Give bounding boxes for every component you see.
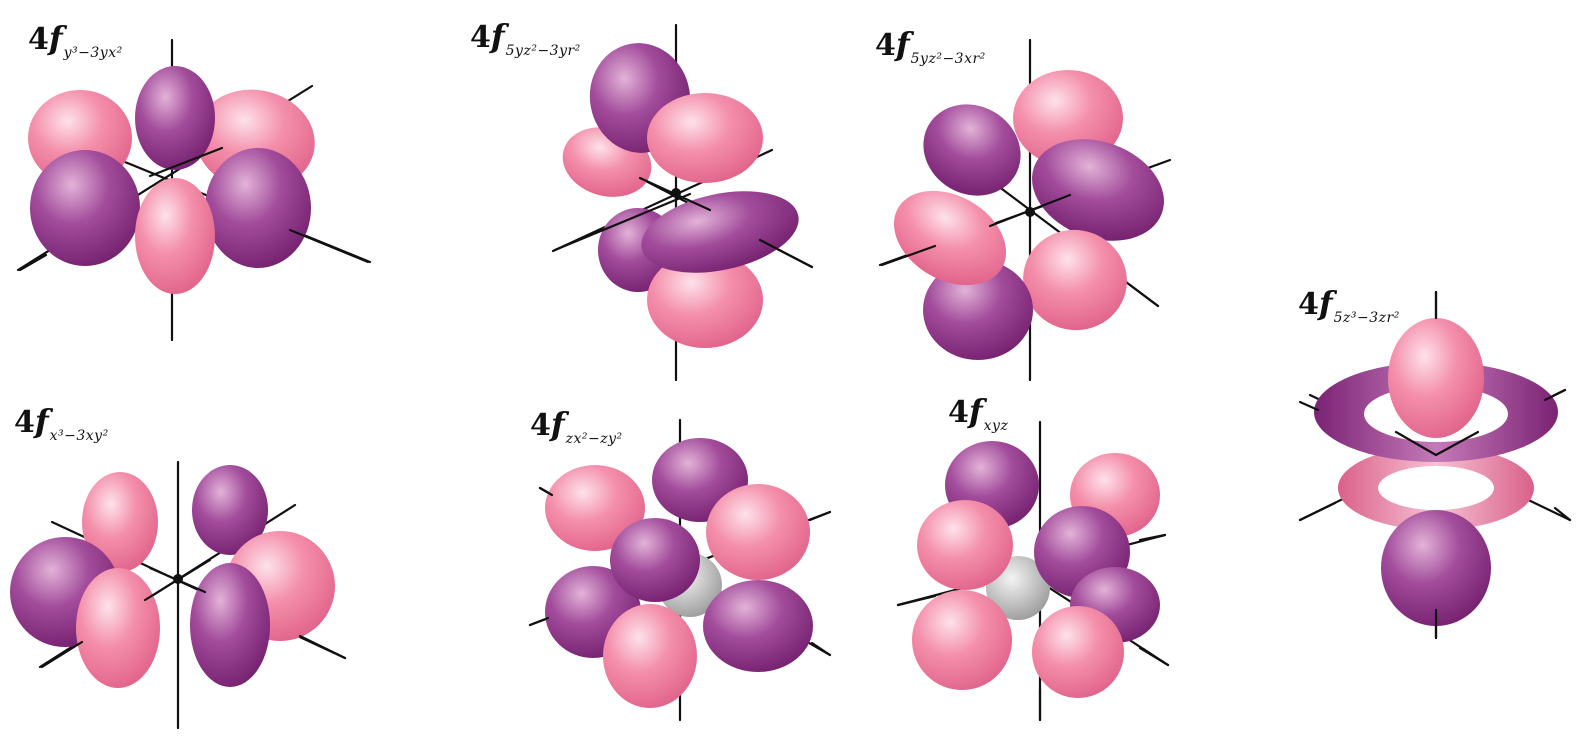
purple-lobe <box>703 580 813 672</box>
label-4f-5yz2-3xr2: 4f5yz²−3xr² <box>875 28 986 61</box>
label-4f-xyz: 4fxyz <box>948 395 1008 428</box>
pink-lobe <box>135 178 215 294</box>
label-4f-5yz2-3yr2: 4f5yz²−3yr² <box>470 20 581 53</box>
pink-lobe <box>603 604 697 708</box>
pink-lobe <box>1032 606 1124 698</box>
label-4f-y3-3yx2: 4fy³−3yx² <box>28 22 123 55</box>
orbital-5z3-3zr2-shape <box>1314 292 1558 638</box>
purple-lobe <box>190 563 270 687</box>
pink-lobe <box>706 484 810 580</box>
pink-lobe <box>917 500 1013 590</box>
pink-lobe <box>647 93 763 183</box>
label-4f-x3-3xy2: 4fx³−3xy² <box>14 405 109 438</box>
orbital-zx2-zy2 <box>545 438 813 708</box>
top-lobe <box>1388 318 1484 438</box>
bottom-lobe <box>1381 510 1491 626</box>
label-4f-zx2-zy2: 4fzx²−zy² <box>530 408 623 441</box>
purple-lobe <box>30 150 140 266</box>
pink-lobe <box>912 590 1012 690</box>
purple-lobe <box>205 148 311 268</box>
orbital-y3-3yx2 <box>28 66 323 294</box>
pink-lobe <box>76 568 160 688</box>
label-4f-5z3-3zr2: 4f5z³−3zr² <box>1298 287 1400 320</box>
purple-lobe <box>610 518 700 602</box>
